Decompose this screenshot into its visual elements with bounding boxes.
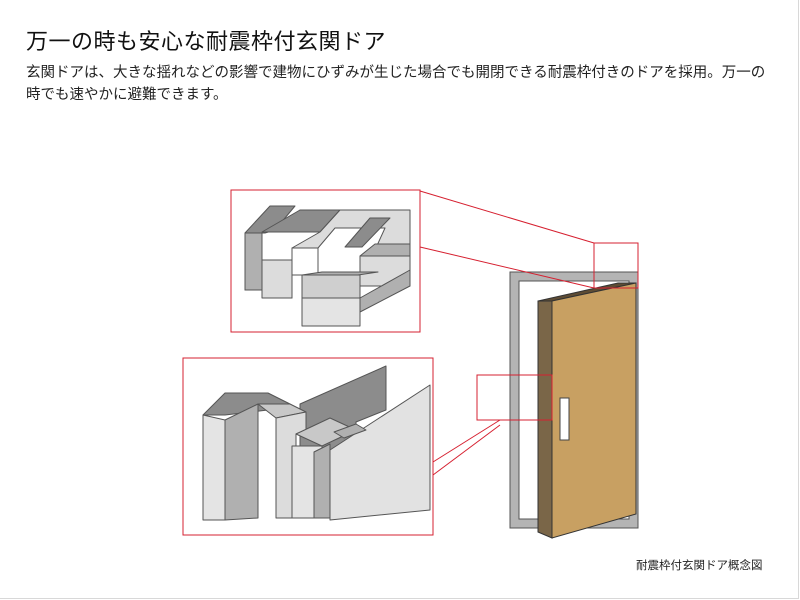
diagram-caption: 耐震枠付玄関ドア概念図 (636, 558, 763, 572)
leader-top-2 (419, 246, 595, 289)
jamb-step-side (313, 443, 331, 519)
detail-side-callout (182, 357, 434, 536)
callout-markers (419, 190, 639, 476)
jamb-step-cap (333, 423, 367, 439)
door-illustration (509, 271, 639, 539)
door-handle (559, 397, 570, 441)
frame-profile-lower-face (261, 259, 293, 299)
leader-top-1 (419, 190, 595, 244)
leader-side-1 (432, 419, 501, 463)
page-description: 玄関ドアは、大きな揺れなどの影響で建物にひずみが生じた場合でも開閉できる耐震枠付… (26, 65, 766, 103)
frame-profile-slot (344, 217, 391, 248)
detail-top-callout (230, 189, 421, 333)
leaf-section-side (359, 269, 411, 313)
leader-side-2 (432, 424, 501, 476)
leaf-section-cap (301, 274, 361, 299)
page-title: 万一の時も安心な耐震枠付玄関ドア (26, 30, 387, 55)
leaf-section-front (301, 297, 361, 327)
callout-marker-side (476, 374, 553, 421)
frame-profile-channel (291, 247, 319, 276)
jamb-left-post (202, 414, 226, 521)
door-face (551, 282, 637, 539)
jamb-left-post-side (224, 403, 259, 521)
callout-marker-top (593, 242, 639, 289)
